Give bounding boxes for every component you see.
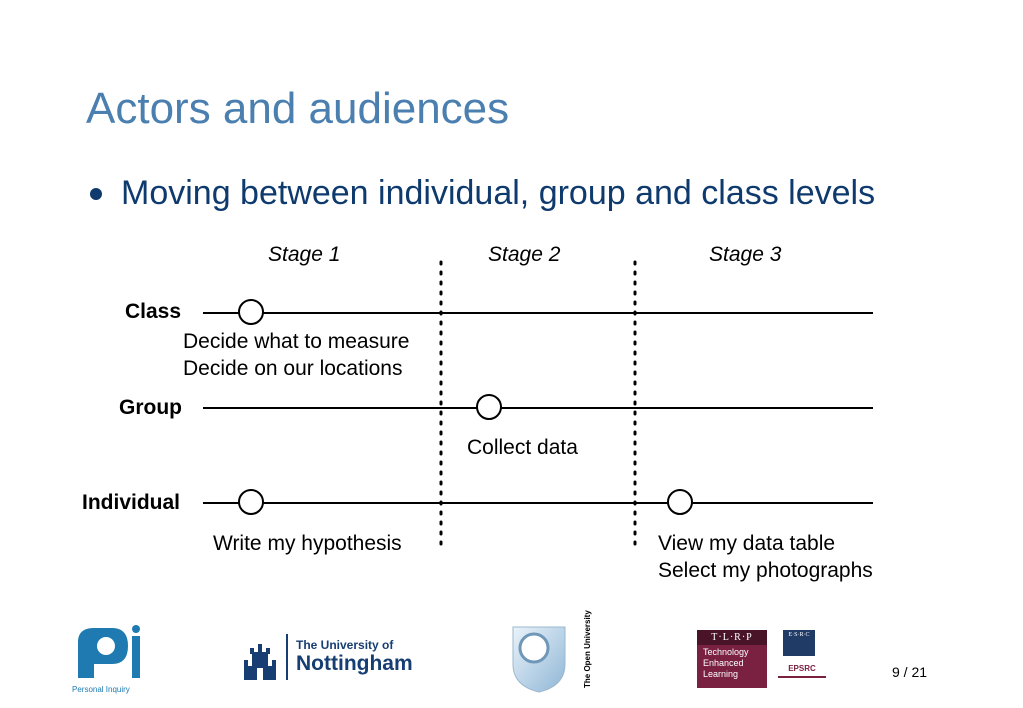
epsrc-rule bbox=[778, 676, 826, 678]
level-class-label: Class bbox=[125, 300, 182, 323]
open-university-text: The Open University bbox=[583, 610, 592, 688]
activity-select-photos: Select my photographs bbox=[658, 559, 873, 582]
personal-inquiry-text: Personal Inquiry bbox=[72, 685, 130, 694]
stage-1-label: Stage 1 bbox=[268, 243, 341, 266]
epsrc-text: EPSRC bbox=[788, 664, 816, 673]
individual-stage1-node bbox=[238, 489, 264, 515]
individual-stage3-node bbox=[667, 489, 693, 515]
tlrp-header: T·L·R·P bbox=[697, 630, 767, 645]
level-individual-label: Individual bbox=[82, 491, 181, 514]
class-stage1-node bbox=[238, 299, 264, 325]
stage-2-label: Stage 2 bbox=[488, 243, 561, 266]
tlrp-line-2: Enhanced bbox=[703, 658, 744, 668]
tlrp-line-1: Technology bbox=[703, 647, 749, 657]
page-number: 9 / 21 bbox=[892, 664, 928, 680]
nottingham-divider bbox=[286, 634, 288, 680]
nottingham-line2: Nottingham bbox=[296, 652, 413, 675]
stage-3-label: Stage 3 bbox=[709, 243, 782, 266]
tlrp-logo: T·L·R·P Technology Enhanced Learning bbox=[697, 630, 767, 688]
activity-decide-measure: Decide what to measure bbox=[183, 330, 410, 353]
bullet-dot-icon bbox=[90, 188, 102, 200]
personal-inquiry-icon bbox=[78, 625, 140, 678]
personal-inquiry-logo: Personal Inquiry bbox=[72, 624, 144, 694]
activity-view-table: View my data table bbox=[658, 532, 836, 555]
esrc-logo: E·S·R·C bbox=[783, 630, 815, 656]
open-university-shield-icon bbox=[512, 626, 566, 693]
activity-collect-data: Collect data bbox=[467, 436, 578, 459]
open-university-logo: The Open University bbox=[510, 610, 592, 694]
slide-title: Actors and audiences bbox=[86, 84, 510, 133]
castle-icon bbox=[244, 644, 276, 680]
level-group-label: Group bbox=[119, 396, 182, 419]
tlrp-line-3: Learning bbox=[703, 669, 739, 679]
esrc-text: E·S·R·C bbox=[788, 632, 810, 638]
group-stage2-node bbox=[476, 394, 502, 420]
activity-write-hypothesis: Write my hypothesis bbox=[213, 532, 402, 555]
bullet-text: Moving between individual, group and cla… bbox=[121, 174, 876, 212]
nottingham-logo: The University of Nottingham bbox=[240, 634, 420, 682]
epsrc-logo: EPSRC bbox=[778, 664, 826, 686]
nottingham-line1: The University of bbox=[296, 638, 394, 652]
activity-decide-locations: Decide on our locations bbox=[183, 357, 403, 380]
